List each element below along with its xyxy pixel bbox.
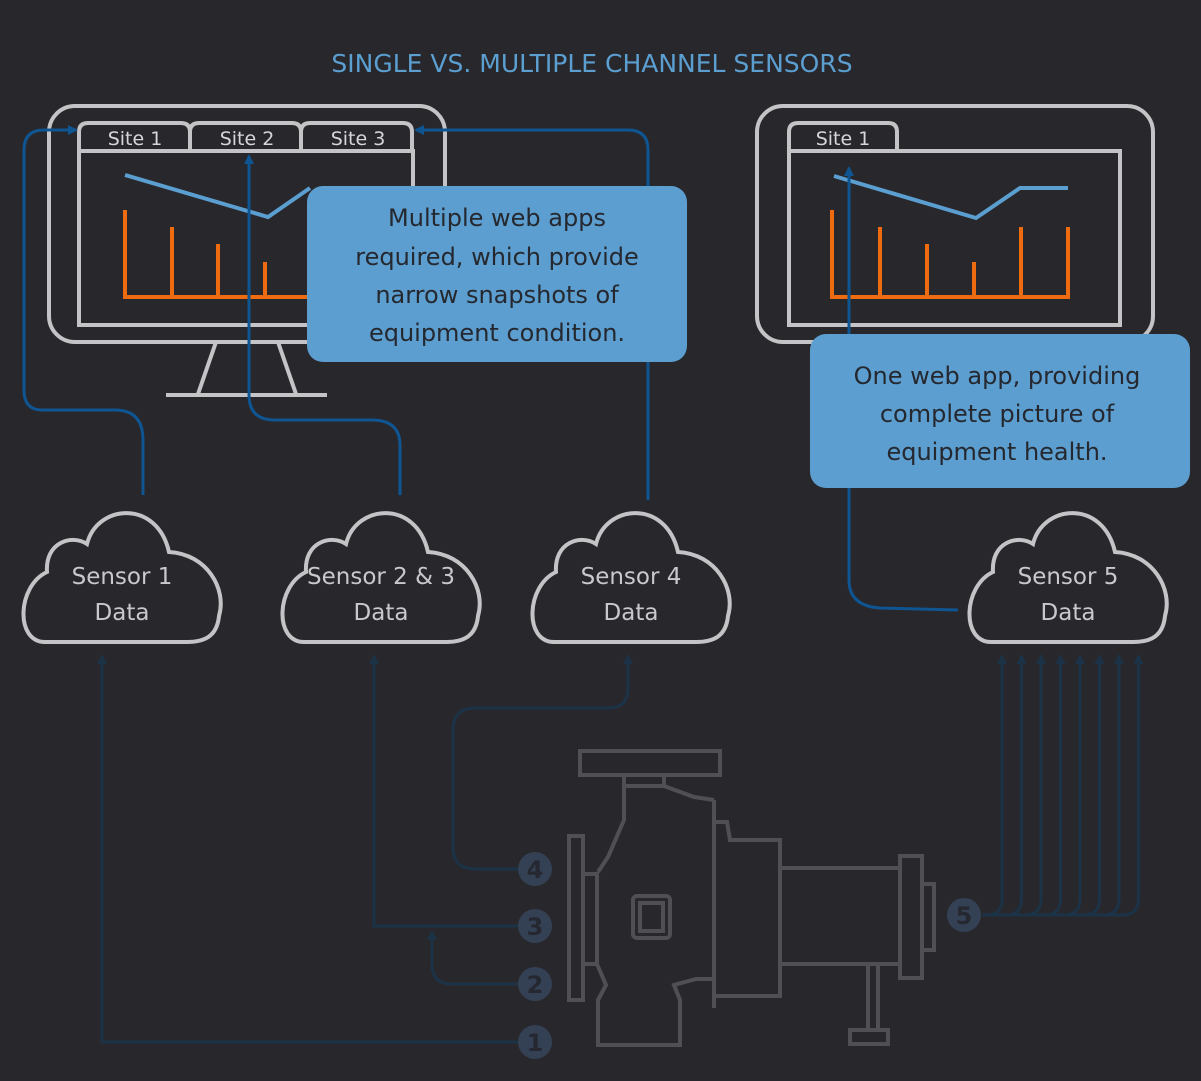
sensor-5-channel-wire bbox=[982, 654, 1085, 917]
sensor-1-input-wire bbox=[97, 654, 518, 1044]
callout-line: One web app, providing bbox=[854, 362, 1141, 390]
callout-line: equipment condition. bbox=[369, 319, 625, 347]
tab-label: Site 3 bbox=[331, 128, 386, 150]
cloud-sensor-2-3: Sensor 2 & 3 Data bbox=[280, 511, 482, 644]
bar-chart-icon bbox=[123, 210, 360, 299]
callout-one-app: One web app, providing complete picture … bbox=[810, 334, 1190, 488]
sensor-4-input-wire bbox=[451, 654, 633, 871]
cloud-label: Data bbox=[1041, 600, 1096, 626]
sensor-3-input-wire bbox=[369, 654, 518, 928]
svg-text:3: 3 bbox=[527, 913, 544, 941]
right-monitor-screen bbox=[787, 149, 1122, 327]
tab-label: Site 2 bbox=[220, 128, 275, 150]
svg-text:5: 5 bbox=[956, 902, 973, 930]
cloud-label: Sensor 5 bbox=[1018, 564, 1119, 590]
sensor-5-channel-wire bbox=[982, 654, 1046, 917]
sensor-2-input-wire bbox=[427, 930, 518, 986]
svg-text:1: 1 bbox=[527, 1029, 544, 1057]
tab-site-2[interactable]: Site 2 bbox=[188, 121, 303, 151]
cloud-label: Data bbox=[604, 600, 659, 626]
callout-line: complete picture of bbox=[880, 400, 1115, 428]
sensor-5-channel-wire bbox=[982, 654, 1007, 917]
callout-line: equipment health. bbox=[886, 438, 1107, 466]
sensor-4-wire bbox=[414, 125, 650, 500]
cloud-sensor-4: Sensor 4 Data bbox=[530, 511, 732, 644]
left-monitor-stand-right bbox=[276, 341, 298, 395]
cloud-sensor-5: Sensor 5 Data bbox=[967, 511, 1169, 644]
trend-line bbox=[124, 173, 312, 220]
left-monitor: Site 1 Site 2 Site 3 bbox=[47, 104, 447, 397]
callout-line: required, which provide bbox=[355, 243, 639, 271]
cloud-label: Sensor 1 bbox=[72, 564, 173, 590]
sensor-badge-3: 3 bbox=[518, 909, 552, 943]
sensor-2-3-wire bbox=[244, 154, 402, 495]
pump-icon bbox=[567, 749, 936, 1047]
cloud-label: Data bbox=[95, 600, 150, 626]
callout-multiple-apps: Multiple web apps required, which provid… bbox=[307, 186, 687, 362]
callout-line: narrow snapshots of bbox=[375, 281, 619, 309]
cloud-label: Sensor 4 bbox=[581, 564, 682, 590]
sensor-badge-5: 5 bbox=[947, 898, 981, 932]
cloud-label: Sensor 2 & 3 bbox=[307, 564, 455, 590]
right-monitor: Site 1 bbox=[755, 104, 1155, 344]
sensor-5-wire bbox=[844, 166, 959, 612]
cloud-sensor-1: Sensor 1 Data bbox=[21, 511, 223, 644]
trend-line bbox=[833, 174, 1068, 221]
bar-chart-icon bbox=[830, 210, 1070, 299]
tab-site-1[interactable]: Site 1 bbox=[787, 121, 899, 151]
sensor-badge-1: 1 bbox=[518, 1025, 552, 1059]
left-monitor-stand-left bbox=[196, 341, 218, 395]
data-flow-wires bbox=[22, 125, 959, 612]
tab-label: Site 1 bbox=[108, 128, 163, 150]
cloud-label: Data bbox=[354, 600, 409, 626]
svg-text:2: 2 bbox=[527, 971, 544, 999]
diagram-title: SINGLE VS. MULTIPLE CHANNEL SENSORS bbox=[331, 49, 852, 78]
sensor-5-input-wires bbox=[982, 654, 1144, 917]
tab-site-1[interactable]: Site 1 bbox=[77, 121, 192, 151]
sensor-1-wire bbox=[22, 125, 145, 495]
sensor-5-channel-wire bbox=[982, 654, 1144, 917]
tab-site-3[interactable]: Site 3 bbox=[299, 121, 414, 151]
callout-line: Multiple web apps bbox=[388, 204, 606, 232]
sensor-badge-2: 2 bbox=[518, 967, 552, 1001]
sensor-input-wires bbox=[97, 654, 1144, 1044]
tab-label: Site 1 bbox=[816, 128, 871, 150]
svg-text:4: 4 bbox=[527, 856, 544, 884]
sensor-badge-4: 4 bbox=[518, 852, 552, 886]
